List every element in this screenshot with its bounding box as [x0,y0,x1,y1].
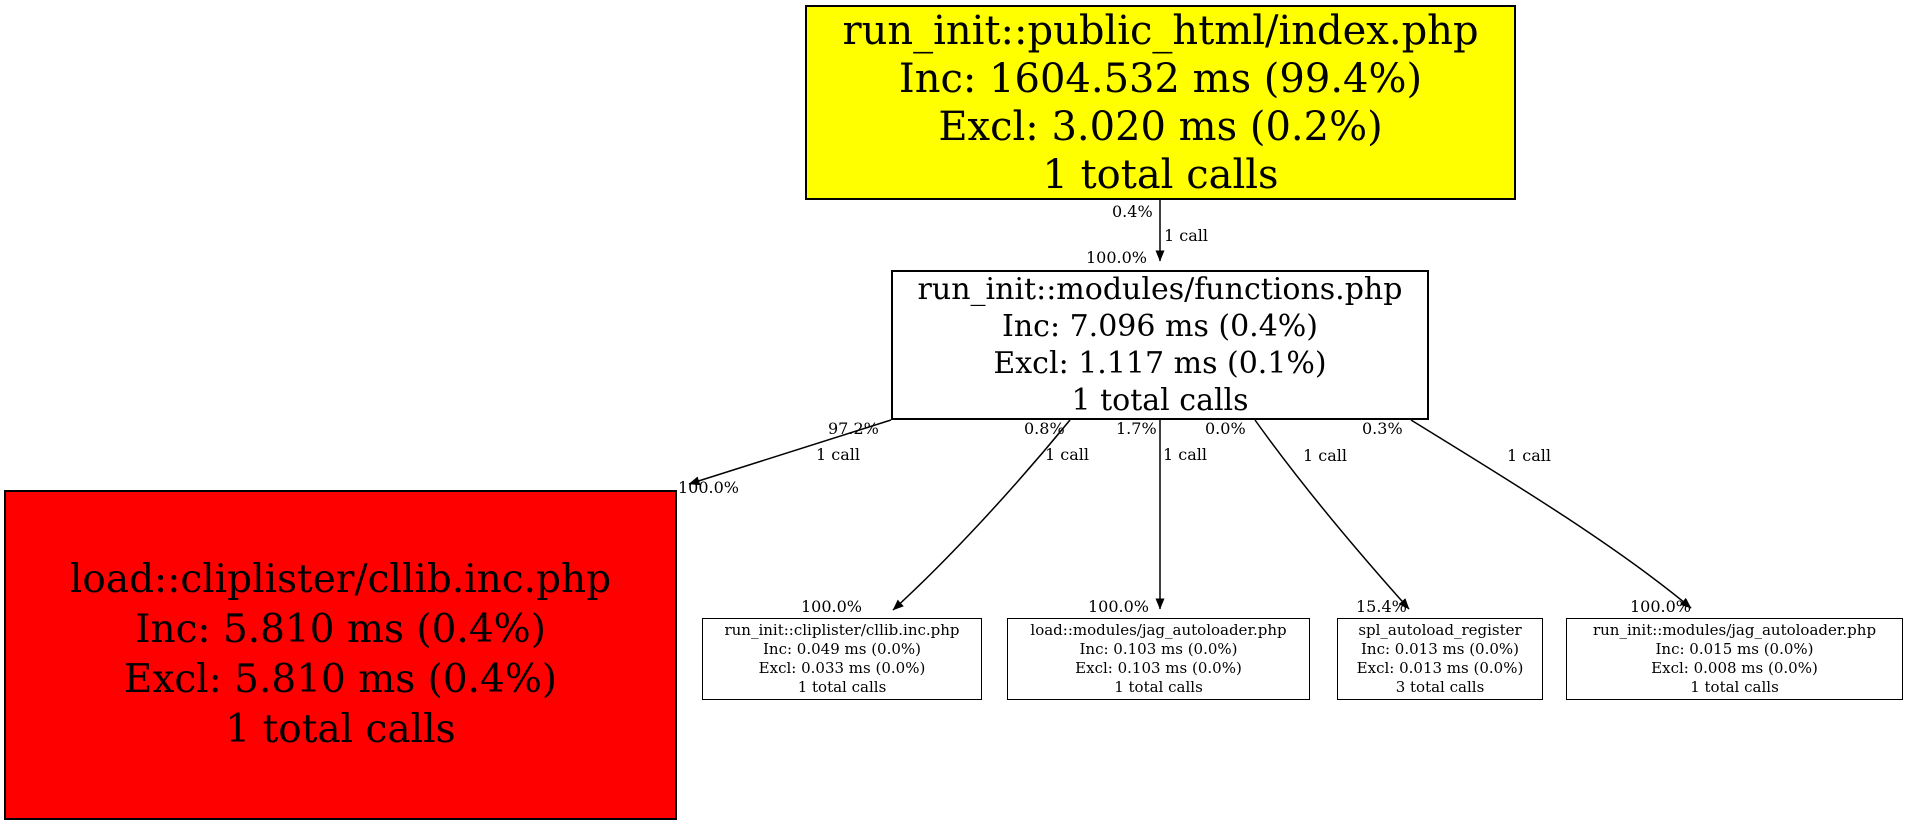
node-jag-run: run_init::modules/jag_autoloader.php Inc… [1566,618,1903,700]
edge-target-pct-label: 15.4% [1356,597,1407,616]
node-title: run_init::public_html/index.php [842,7,1479,54]
node-calls: 1 total calls [797,678,887,696]
edge-calls-label: 1 call [1303,446,1347,465]
edge-calls-label: 1 call [1507,446,1551,465]
node-title: load::cliplister/cllib.inc.php [69,557,612,602]
edge-pct-label: 0.8% [1024,419,1065,438]
node-calls: 1 total calls [225,707,456,752]
node-inc: Inc: 0.013 ms (0.0%) [1360,640,1520,658]
edge-pct-label: 0.0% [1205,419,1246,438]
edge-calls-label: 1 call [816,445,860,464]
edge-target-pct-label: 100.0% [678,478,740,497]
node-excl: Excl: 0.013 ms (0.0%) [1356,659,1524,677]
edge-calls-label: 1 call [1045,445,1089,464]
edge-pct-label: 1.7% [1116,419,1157,438]
edge-target-pct-label: 100.0% [801,597,863,616]
node-excl: Excl: 3.020 ms (0.2%) [938,103,1383,150]
node-inc: Inc: 0.015 ms (0.0%) [1655,640,1814,658]
node-calls: 1 total calls [1114,678,1203,696]
edge-functions-to-spl [1254,419,1410,610]
edge-calls-label: 1 call [1163,445,1207,464]
node-calls: 1 total calls [1690,678,1779,696]
node-calls: 3 total calls [1395,678,1485,696]
node-title: run_init::modules/jag_autoloader.php [1592,621,1877,639]
node-inc: Inc: 7.096 ms (0.4%) [1001,309,1319,344]
node-cllib-run: run_init::cliplister/cllib.inc.php Inc: … [702,618,982,700]
edge-target-pct-label: 100.0% [1630,597,1692,616]
edge-functions-to-jag-run [1410,419,1692,609]
node-calls: 1 total calls [1042,151,1279,198]
node-excl: Excl: 1.117 ms (0.1%) [993,346,1327,381]
node-index-php: run_init::public_html/index.php Inc: 160… [805,5,1516,200]
node-cllib-load: load::cliplister/cllib.inc.php Inc: 5.81… [4,490,677,820]
edge-functions-to-cllib-run [892,419,1071,611]
edge-pct-label: 0.4% [1112,202,1153,221]
node-inc: Inc: 1604.532 ms (99.4%) [898,55,1423,102]
node-inc: Inc: 0.049 ms (0.0%) [762,640,922,658]
node-excl: Excl: 0.008 ms (0.0%) [1651,659,1818,677]
node-inc: Inc: 0.103 ms (0.0%) [1079,640,1238,658]
node-excl: Excl: 5.810 ms (0.4%) [123,657,558,702]
node-title: run_init::cliplister/cllib.inc.php [724,621,960,639]
node-title: run_init::modules/functions.php [917,272,1403,307]
node-excl: Excl: 0.033 ms (0.0%) [758,659,926,677]
edge-pct-label: 0.3% [1362,419,1403,438]
edge-calls-label: 1 call [1164,226,1208,245]
node-jag-load: load::modules/jag_autoloader.php Inc: 0.… [1007,618,1310,700]
node-title: spl_autoload_register [1358,621,1522,639]
edge-target-pct-label: 100.0% [1088,597,1150,616]
node-functions-php: run_init::modules/functions.php Inc: 7.0… [891,270,1429,420]
node-spl-autoload-register: spl_autoload_register Inc: 0.013 ms (0.0… [1337,618,1543,700]
edge-functions-to-cllib-load [688,419,892,486]
node-title: load::modules/jag_autoloader.php [1030,621,1287,639]
node-excl: Excl: 0.103 ms (0.0%) [1075,659,1242,677]
node-inc: Inc: 5.810 ms (0.4%) [135,607,546,652]
edge-target-pct-label: 100.0% [1086,248,1148,267]
edge-pct-label: 97.2% [828,419,879,438]
node-calls: 1 total calls [1071,383,1249,418]
